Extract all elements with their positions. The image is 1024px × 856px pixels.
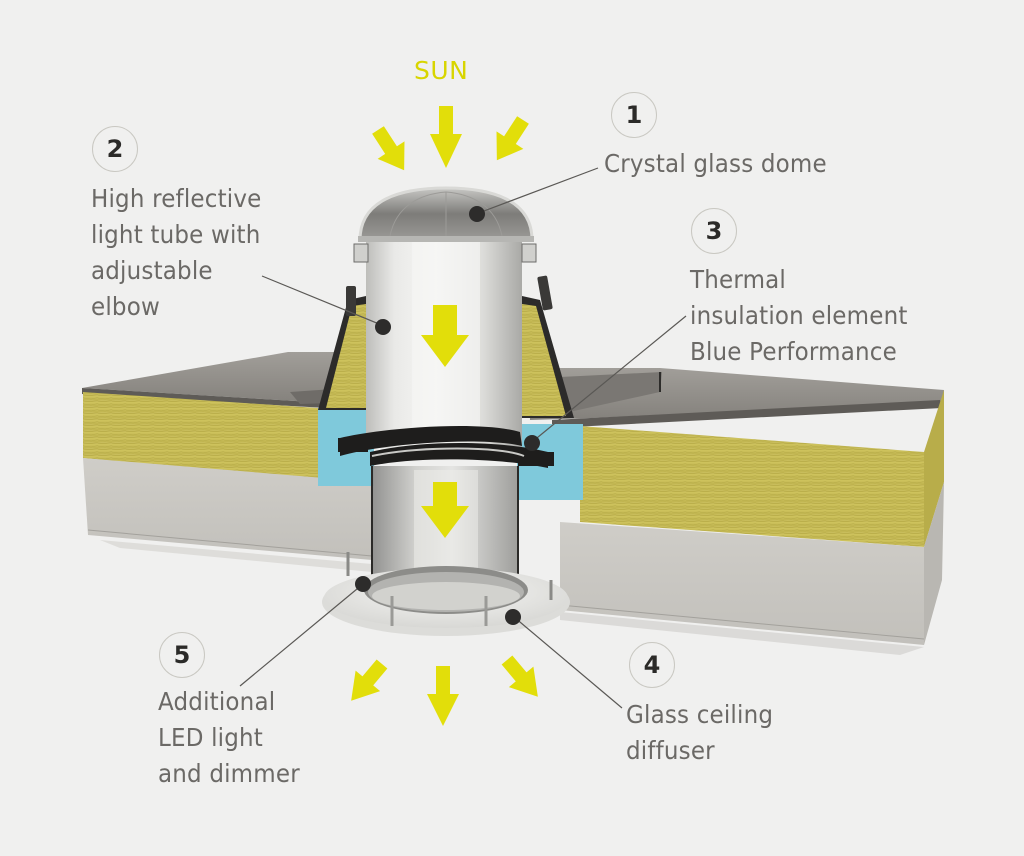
callout-label-3: Thermal insulation element Blue Performa…	[690, 262, 926, 370]
callout-4-line-1: Glass ceiling	[626, 700, 774, 729]
callout-badge-5: 5	[159, 632, 205, 678]
callout-3-line-1: Thermal	[690, 265, 787, 294]
flashing-plate-right	[540, 372, 662, 414]
callout-badge-1: 1	[611, 92, 657, 138]
arrow-in-right	[496, 116, 529, 161]
arrow-tube-lower	[421, 482, 469, 538]
callout-3-line-2: insulation element	[690, 301, 908, 330]
upper-collar	[318, 275, 574, 418]
callout-2-line-2: light tube with	[91, 220, 261, 249]
sunlight-arrows	[351, 106, 538, 726]
marker-dots	[355, 206, 540, 625]
callout-label-1: Crystal glass dome	[604, 146, 846, 182]
arrow-tube-upper	[421, 305, 469, 367]
leader-lines	[239, 167, 687, 709]
callout-4-line-2: diffuser	[626, 736, 715, 765]
roof-slab-right	[528, 368, 944, 655]
callout-2-line-4: elbow	[91, 292, 160, 321]
roof-slab-left	[82, 352, 373, 572]
leader-5	[239, 583, 364, 687]
arrow-out-left	[351, 659, 388, 701]
callout-badge-4: 4	[629, 642, 675, 688]
arrow-in-left	[372, 126, 405, 171]
marker-dot-2	[375, 319, 391, 335]
callout-badge-2: 2	[92, 126, 138, 172]
marker-dot-5	[355, 576, 371, 592]
callout-3-line-3: Blue Performance	[690, 337, 897, 366]
callout-badge-3: 3	[691, 208, 737, 254]
callout-1-line-1: Crystal glass dome	[604, 149, 827, 178]
callout-5-line-2: LED light	[158, 723, 264, 752]
leader-1	[475, 167, 599, 215]
callout-5-line-1: Additional	[158, 687, 276, 716]
crystal-glass-dome	[353, 186, 537, 263]
callout-label-5: Additional LED light and dimmer	[158, 684, 312, 792]
marker-dot-1	[469, 206, 485, 222]
marker-dot-4	[505, 609, 521, 625]
leader-2	[261, 275, 385, 327]
callout-label-4: Glass ceiling diffuser	[626, 697, 786, 769]
arrow-out-right	[501, 655, 538, 697]
callout-5-line-3: and dimmer	[158, 759, 300, 788]
adjustable-elbow	[338, 425, 554, 468]
marker-dot-3	[524, 435, 540, 451]
callout-2-line-3: adjustable	[91, 256, 213, 285]
sun-title: SUN	[414, 56, 469, 85]
arrow-out-center	[427, 666, 459, 726]
arrow-in-center	[430, 106, 462, 168]
leader-4	[513, 616, 623, 709]
callout-2-line-1: High reflective	[91, 184, 262, 213]
callout-label-2: High reflective light tube with adjustab…	[91, 181, 276, 325]
leader-3	[531, 315, 687, 443]
